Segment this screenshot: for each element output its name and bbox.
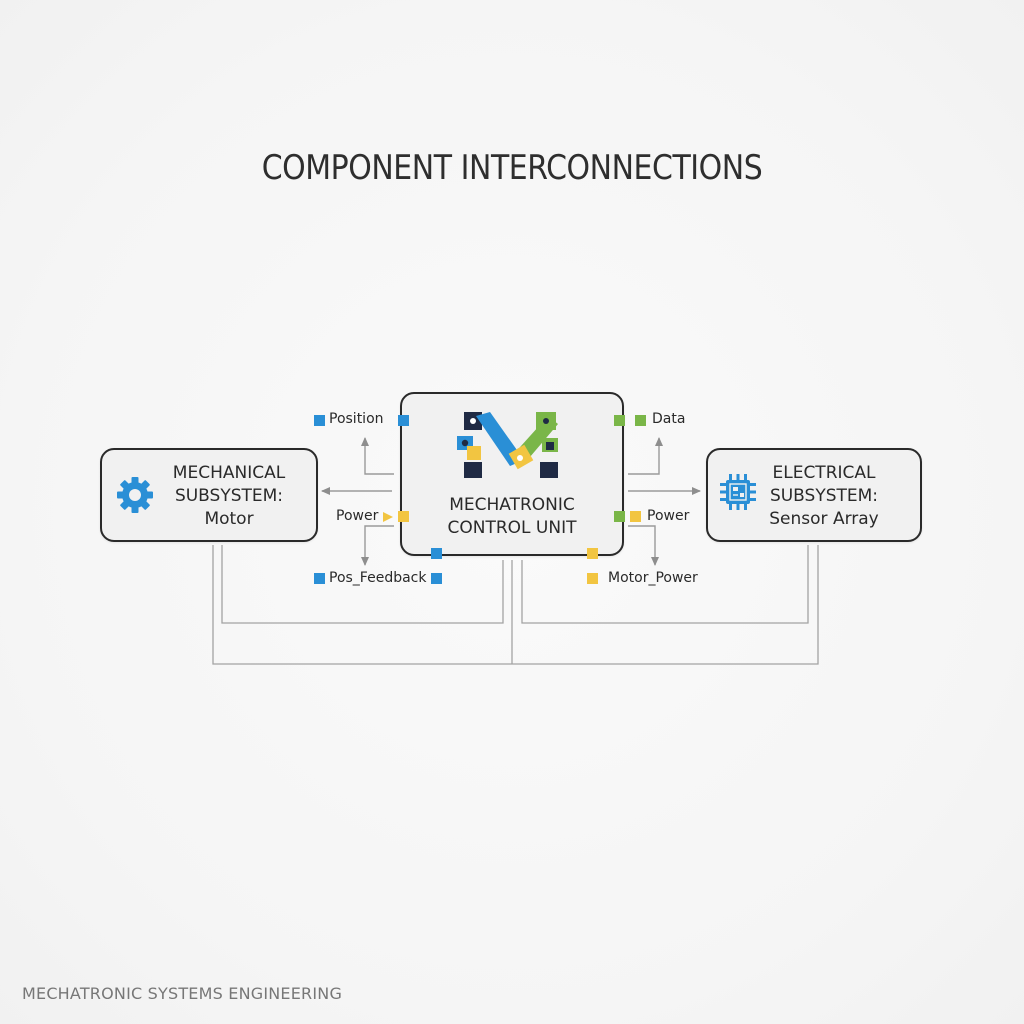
bus-left-inner bbox=[221, 545, 504, 624]
bus-outer bbox=[212, 545, 819, 665]
bus-right-inner bbox=[521, 545, 809, 624]
pos-feedback-port-label: Pos_Feedback bbox=[329, 570, 427, 586]
chip-icon bbox=[720, 474, 756, 510]
diagram-title: COMPONENT INTERCONNECTIONS bbox=[261, 148, 763, 188]
control-unit-label: MECHATRONIC CONTROL UNIT bbox=[447, 495, 577, 538]
power-right-port-marker bbox=[630, 511, 641, 522]
mechanical-subsystem-block[interactable]: MECHANICAL SUBSYSTEM: Motor bbox=[100, 448, 318, 542]
data-port-marker bbox=[635, 415, 646, 426]
mechatronic-m-logo bbox=[457, 412, 558, 478]
electrical-subsystem-label: ELECTRICAL SUBSYSTEM: Sensor Array bbox=[769, 463, 879, 529]
control-unit-block[interactable]: MECHATRONIC CONTROL UNIT bbox=[400, 392, 624, 556]
electrical-subsystem-block[interactable]: ELECTRICAL SUBSYSTEM: Sensor Array bbox=[706, 448, 922, 542]
control-motor-power-port[interactable] bbox=[587, 548, 598, 559]
motor-power-arrow bbox=[628, 525, 659, 566]
position-port-marker bbox=[314, 415, 325, 426]
gear-icon bbox=[117, 477, 153, 513]
pos-feedback-end-port[interactable] bbox=[431, 573, 442, 584]
footer-caption: MECHATRONIC SYSTEMS ENGINEERING bbox=[22, 984, 343, 1003]
power-left-arrowhead bbox=[383, 512, 393, 522]
control-pos-feedback-port[interactable] bbox=[431, 548, 442, 559]
power-left-port-label: Power bbox=[336, 508, 379, 524]
mechanical-subsystem-label: MECHANICAL SUBSYSTEM: Motor bbox=[172, 463, 286, 529]
control-data-port[interactable] bbox=[614, 415, 625, 426]
position-port-label: Position bbox=[329, 411, 384, 427]
power-right-port-label: Power bbox=[647, 508, 690, 524]
data-port-label: Data bbox=[652, 411, 686, 427]
control-position-port[interactable] bbox=[398, 415, 409, 426]
pos-feedback-port-marker bbox=[314, 573, 325, 584]
motor-power-port-label: Motor_Power bbox=[608, 570, 698, 586]
control-power-left-port[interactable] bbox=[398, 511, 409, 522]
pos-feedback-arrow bbox=[361, 525, 394, 566]
motor-power-port-marker bbox=[587, 573, 598, 584]
control-power-right-port[interactable] bbox=[614, 511, 625, 522]
data-arrow bbox=[628, 437, 663, 475]
position-arrow bbox=[361, 437, 394, 475]
